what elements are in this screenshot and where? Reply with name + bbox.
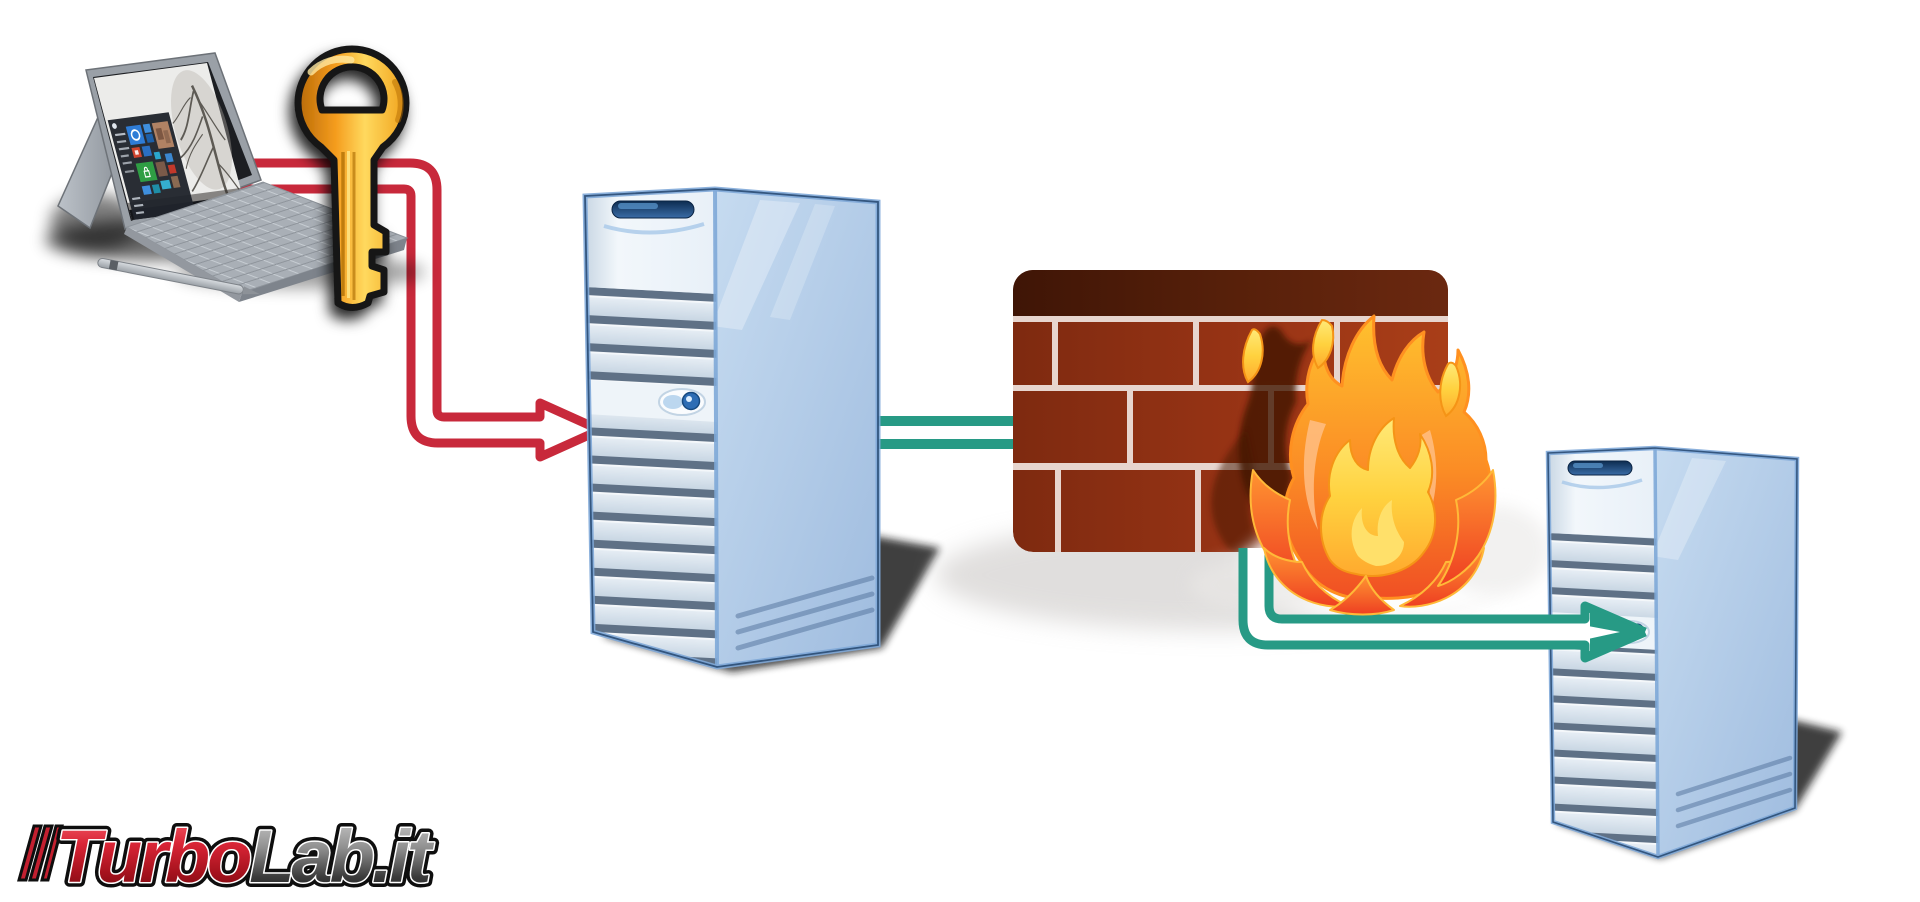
key-body <box>294 45 410 311</box>
middle-server-icon <box>582 186 940 672</box>
flame-core <box>1351 500 1404 566</box>
server1-power-glow <box>663 395 683 409</box>
flame-inner <box>1320 417 1437 577</box>
logo-part-labit: Lab.it <box>249 815 435 898</box>
server2-edge <box>1653 447 1660 858</box>
key-highlight <box>307 55 355 76</box>
start-menu-tiles <box>125 121 181 195</box>
site-logo: TurboLab.it TurboLab.it <box>2 810 542 902</box>
server1-handle-gleam <box>618 203 658 209</box>
server1-outline <box>584 188 879 668</box>
server1-edge <box>713 188 719 668</box>
teal-tunnel-arrow <box>1238 548 1647 663</box>
server1-power-dot <box>686 396 692 402</box>
red-arrow-outline-inner <box>200 184 602 462</box>
server2-outline <box>1547 447 1798 858</box>
server1-handle-arc <box>603 222 705 235</box>
windows-laptop-icon <box>45 52 425 302</box>
key-shade <box>392 79 404 123</box>
server2-handle-gleam <box>1573 463 1603 468</box>
flame-sparks <box>1242 318 1462 418</box>
server1-vent-slats <box>586 287 717 667</box>
wall-top-row <box>1013 270 1448 316</box>
server2-handle-arc <box>1561 478 1643 490</box>
server1-side-panel <box>715 189 878 667</box>
server2-side-panel <box>1655 448 1797 857</box>
flame-petals <box>1249 469 1497 616</box>
server2-side-vents <box>1675 755 1793 829</box>
server2-side-gleam <box>1652 458 1726 560</box>
red-arrow-outline-outer <box>200 158 602 435</box>
flame-shadow-smear <box>1211 430 1270 552</box>
logo-part-turbo: Turbo <box>56 815 250 898</box>
teal-tunnel-band <box>872 416 1024 449</box>
teal-arrowhead-notch <box>1588 626 1620 639</box>
teal-arrow-outline-inner <box>1264 548 1647 637</box>
teal-arrow-body <box>1243 548 1645 658</box>
fire-icon <box>1242 314 1497 616</box>
surface-pen-icon <box>97 257 260 295</box>
server1-side-gleam <box>770 204 835 320</box>
logo-text-outline: TurboLab.it <box>56 815 435 898</box>
server1-side-vents <box>735 575 875 651</box>
start-menu-app-list <box>112 123 145 215</box>
red-arrow-body <box>200 163 600 457</box>
red-tunnel-arrow <box>200 158 602 462</box>
teal-arrow-outline-outer <box>1238 548 1647 663</box>
gold-key-icon <box>294 45 410 311</box>
logo-speed-lines <box>17 824 64 882</box>
flame-accent <box>1303 420 1326 530</box>
logo-text: TurboLab.it <box>56 815 435 898</box>
server1-side-gleam <box>712 200 800 330</box>
server2-vent-slats <box>1549 533 1658 857</box>
